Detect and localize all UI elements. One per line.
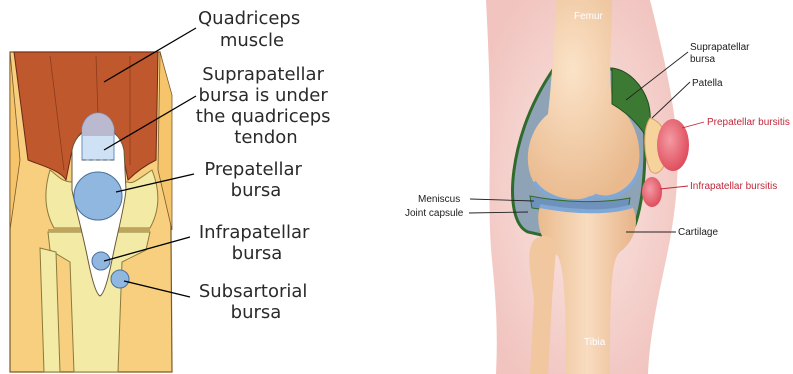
subsartorial-bursa <box>111 270 129 288</box>
label-patella: Patella <box>692 78 723 89</box>
leader-prepatellar-bursitis <box>682 122 704 128</box>
label-subsartorial: Subsartorial bursa <box>199 281 313 323</box>
label-quadriceps: Quadriceps muscle <box>198 8 306 51</box>
label-suprapatellar-r: Suprapatellar bursa <box>690 42 752 65</box>
left-knee-diagram: Quadriceps muscle Suprapatellar bursa is… <box>10 8 336 372</box>
right-knee-diagram: Femur Tibia Suprapatellar bursa Patella … <box>405 0 790 374</box>
label-prepatellar: Prepatellar bursa <box>204 159 307 201</box>
label-prepatellar-bursitis: Prepatellar bursitis <box>707 117 790 128</box>
label-joint-capsule: Joint capsule <box>405 208 464 219</box>
prepatellar-bursa <box>74 172 122 220</box>
label-meniscus: Meniscus <box>418 194 460 205</box>
label-infrapatellar: Infrapatellar bursa <box>199 222 315 264</box>
label-infrapatellar-bursitis: Infrapatellar bursitis <box>690 181 777 192</box>
label-tibia: Tibia <box>584 337 606 348</box>
label-cartilage: Cartilage <box>678 227 718 238</box>
label-suprapatellar: Suprapatellar bursa is under the quadric… <box>196 64 336 148</box>
label-femur: Femur <box>574 11 604 22</box>
infrapatellar-bursitis <box>642 177 662 207</box>
infrapatellar-bursa <box>92 252 110 270</box>
prepatellar-bursitis <box>657 119 689 171</box>
